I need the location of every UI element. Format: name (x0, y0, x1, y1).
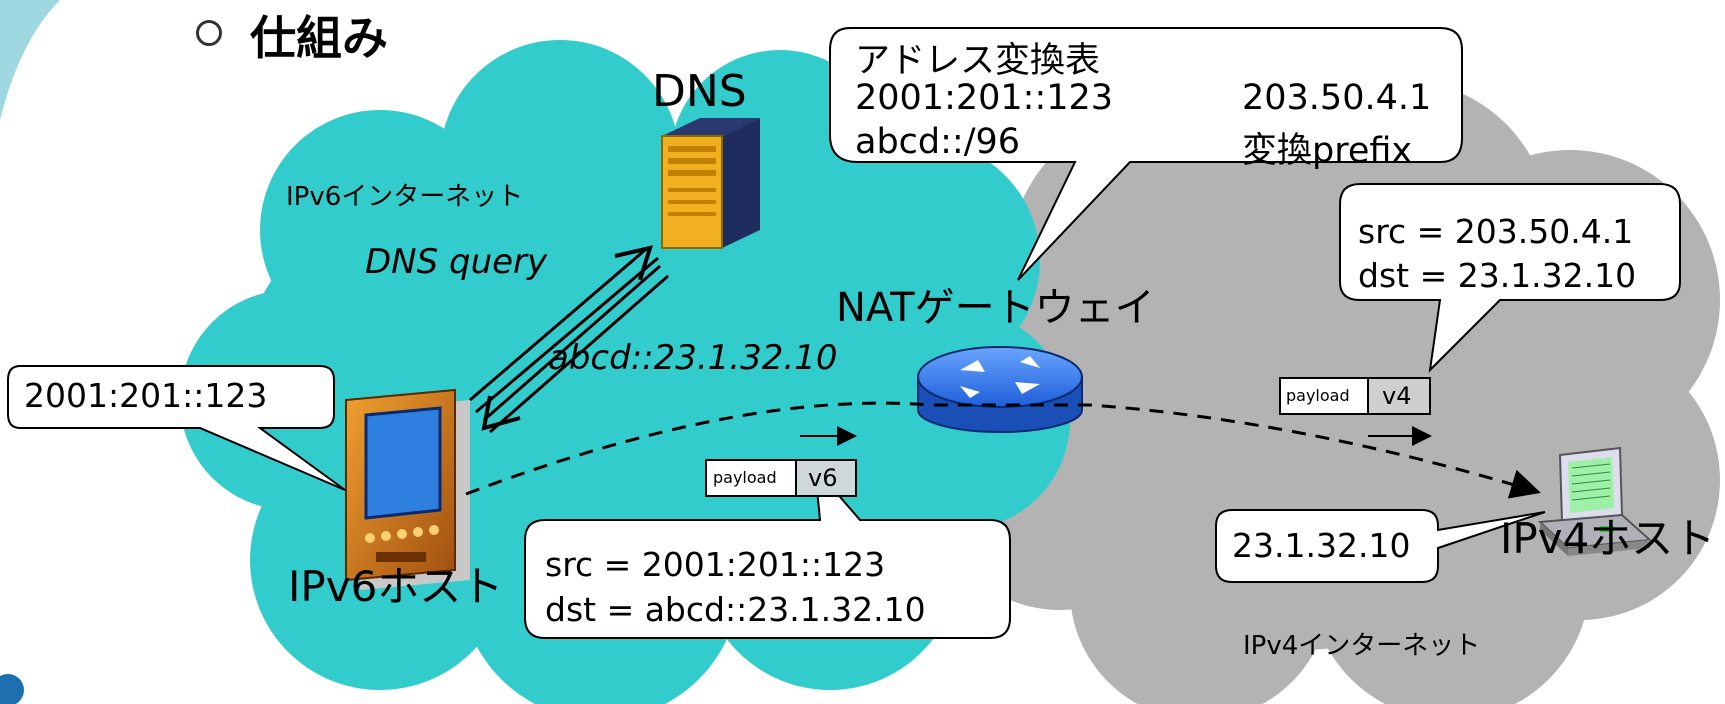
v4-header-src: src = 203.50.4.1 (1358, 212, 1634, 251)
ipv6-internet-label: IPv6インターネット (286, 182, 524, 212)
translation-table-callout (829, 27, 1463, 281)
v6-packet-version-label: v6 (808, 464, 838, 492)
translation-table-row2-right: 変換prefix (1242, 131, 1413, 171)
nat-router-icon (917, 346, 1083, 433)
ipv4-host-laptop-icon (1537, 446, 1653, 556)
translation-table-row1-right: 203.50.4.1 (1242, 78, 1432, 118)
nat-gateway-label: NATゲートウェイ (836, 285, 1155, 331)
ipv6-host-address-callout (7, 365, 346, 491)
dns-query-label: DNS query (365, 242, 548, 282)
packet-path (465, 401, 1541, 499)
ipv4-host-address-callout (1215, 509, 1546, 583)
heading-bullet (196, 20, 222, 46)
translation-table-row2-left: abcd::/96 (855, 122, 1021, 162)
ipv4-host-address: 23.1.32.10 (1232, 526, 1411, 565)
ipv6-host-label: IPv6ホスト (288, 562, 504, 611)
v4-packet-box (1279, 377, 1431, 415)
translation-table-title: アドレス変換表 (855, 41, 1101, 81)
ipv4-internet-label: IPv4インターネット (1243, 631, 1481, 661)
slide-heading: 仕組み (250, 11, 388, 65)
v4-packet-payload-label: payload (1286, 386, 1350, 405)
v6-header-callout (524, 464, 1011, 639)
v6-packet-payload-label: payload (713, 468, 777, 487)
v4-header-dst: dst = 23.1.32.10 (1358, 256, 1637, 295)
corner-decoration (0, 0, 60, 120)
dns-label: DNS (652, 66, 747, 117)
v4-header-callout (1339, 183, 1681, 373)
dns-query-arrows (469, 245, 669, 434)
dns-server-icon (661, 118, 760, 249)
translation-table-row1-left: 2001:201::123 (855, 78, 1114, 118)
ipv6-host-pda-icon (345, 388, 470, 590)
ipv4-host-label: IPv4ホスト (1500, 514, 1716, 563)
v6-header-dst: dst = abcd::23.1.32.10 (545, 590, 926, 629)
corner-logo (0, 674, 24, 704)
v6-packet-box (705, 459, 857, 497)
v4-packet-version-label: v4 (1382, 382, 1412, 410)
v6-header-src: src = 2001:201::123 (545, 545, 886, 584)
ipv6-host-address: 2001:201::123 (24, 376, 268, 415)
synthesized-address-label: abcd::23.1.32.10 (548, 338, 838, 378)
